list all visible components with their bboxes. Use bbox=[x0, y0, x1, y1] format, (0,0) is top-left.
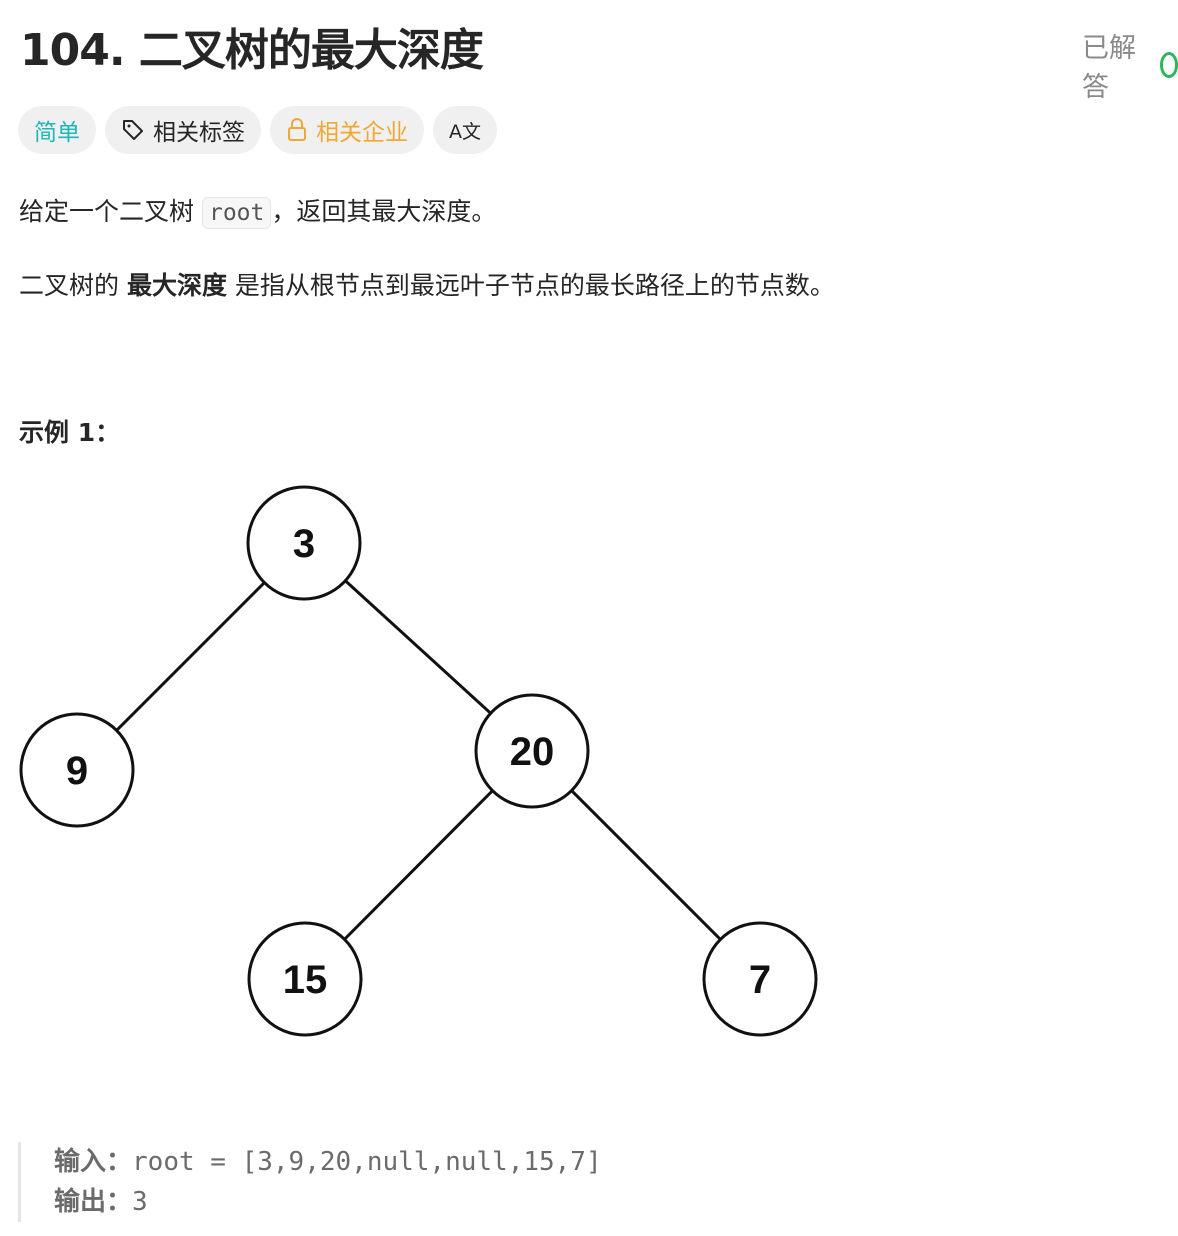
companies-tag-button[interactable]: 相关企业 bbox=[270, 106, 424, 154]
translate-button[interactable]: A文 bbox=[433, 106, 497, 154]
tag-row: 简单 相关标签 相关企业 A文 bbox=[18, 106, 497, 154]
desc-text: 二叉树的 bbox=[19, 271, 127, 300]
description-paragraph-2: 二叉树的 最大深度 是指从根节点到最远叶子节点的最长路径上的节点数。 bbox=[19, 266, 835, 302]
tree-node bbox=[247, 921, 363, 1037]
output-label: 输出： bbox=[54, 1187, 133, 1217]
input-label: 输入： bbox=[54, 1147, 133, 1177]
solved-status: 已解答 bbox=[1082, 26, 1178, 104]
difficulty-badge[interactable]: 简单 bbox=[18, 106, 96, 154]
tree-node bbox=[474, 693, 590, 809]
tree-node bbox=[246, 485, 362, 601]
problem-title: 104. 二叉树的最大深度 bbox=[20, 25, 484, 76]
desc-bold: 最大深度 bbox=[126, 271, 227, 300]
translate-icon: A文 bbox=[449, 120, 481, 143]
input-value: root = [3,9,20,null,null,15,7] bbox=[132, 1147, 602, 1177]
tree-node bbox=[19, 712, 135, 828]
tree-node-label: 15 bbox=[283, 958, 328, 1002]
inline-code-root: root bbox=[201, 197, 272, 229]
desc-text: 是指从根节点到最远叶子节点的最长路径上的节点数。 bbox=[226, 271, 835, 300]
companies-label: 相关企业 bbox=[316, 120, 408, 146]
solved-check-icon bbox=[1159, 52, 1178, 78]
tree-node bbox=[702, 921, 818, 1037]
desc-text: ，返回其最大深度。 bbox=[271, 197, 497, 226]
solved-label: 已解答 bbox=[1082, 33, 1136, 103]
desc-text: 给定一个二叉树 bbox=[19, 197, 195, 226]
description-paragraph-1: 给定一个二叉树 root，返回其最大深度。 bbox=[19, 192, 497, 229]
tree-node-label: 7 bbox=[749, 958, 771, 1002]
example-heading: 示例 1： bbox=[19, 418, 121, 447]
topics-tag-button[interactable]: 相关标签 bbox=[105, 106, 261, 154]
topics-label: 相关标签 bbox=[153, 120, 245, 146]
tree-node-label: 9 bbox=[66, 749, 88, 793]
tree-node-label: 20 bbox=[510, 730, 555, 774]
example-io-block: 输入：root = [3,9,20,null,null,15,7] 输出：3 bbox=[18, 1142, 602, 1222]
output-value: 3 bbox=[132, 1187, 148, 1217]
lock-icon bbox=[288, 118, 306, 141]
tag-icon bbox=[123, 120, 143, 140]
tree-node-label: 3 bbox=[293, 522, 315, 566]
example-tree-image: 3 9 20 15 7 bbox=[19, 485, 818, 1037]
